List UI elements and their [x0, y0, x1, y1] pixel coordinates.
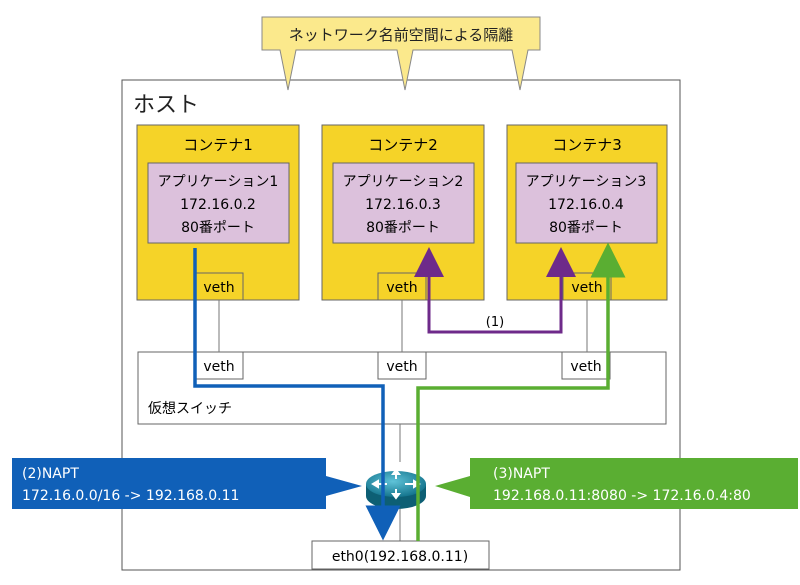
container-1: コンテナ1 アプリケーション1 172.16.0.2 80番ポート veth: [136, 124, 300, 301]
application-box: [332, 162, 475, 244]
veth-label: veth: [571, 280, 602, 296]
napt-2-title: (2)NAPT: [22, 466, 79, 482]
application-name: アプリケーション1: [158, 174, 279, 190]
isolation-callout: ネットワーク名前空間による隔離: [261, 16, 541, 91]
napt-2-rule: 172.16.0.0/16 -> 192.168.0.11: [22, 488, 239, 504]
path-2-blue: [193, 248, 401, 541]
application-port: 80番ポート: [181, 220, 255, 236]
napt-3-rule: 192.168.0.11:8080 -> 172.16.0.4:80: [493, 488, 751, 504]
path-1-label: (1): [486, 315, 504, 330]
application-ip: 172.16.0.3: [365, 197, 441, 213]
switch-veth-2: [377, 351, 427, 380]
path-3-green: [416, 242, 626, 541]
application-box: [515, 162, 658, 244]
veth-box: [194, 272, 244, 301]
veth-label: veth: [203, 280, 234, 296]
application-box: [147, 162, 290, 244]
application-name: アプリケーション3: [526, 174, 647, 190]
application-ip: 172.16.0.4: [548, 197, 624, 213]
veth-label: veth: [386, 359, 417, 375]
veth-label: veth: [570, 359, 601, 375]
napt-2-callout: (2)NAPT 172.16.0.0/16 -> 192.168.0.11: [12, 458, 362, 509]
container-3: コンテナ3 アプリケーション3 172.16.0.4 80番ポート veth: [506, 124, 668, 301]
napt-3-callout: (3)NAPT 192.168.0.11:8080 -> 172.16.0.4:…: [435, 458, 798, 509]
container-title: コンテナ1: [183, 136, 253, 154]
switch-veth-1: [194, 351, 244, 380]
application-port: 80番ポート: [549, 220, 623, 236]
isolation-callout-text: ネットワーク名前空間による隔離: [289, 26, 514, 44]
application-name: アプリケーション2: [343, 174, 464, 190]
host-label: ホスト: [133, 93, 199, 118]
router-icon: [366, 468, 426, 509]
container-title: コンテナ3: [552, 136, 622, 154]
switch-veth-3: [561, 351, 611, 380]
container-2: コンテナ2 アプリケーション2 172.16.0.3 80番ポート veth: [321, 124, 485, 301]
veth-label: veth: [203, 359, 234, 375]
virtual-switch-label: 仮想スイッチ: [148, 401, 232, 417]
veth-label: veth: [386, 280, 417, 296]
application-port: 80番ポート: [366, 220, 440, 236]
path-1-purple: (1): [414, 247, 576, 334]
veth-box: [562, 272, 612, 301]
napt-3-title: (3)NAPT: [493, 466, 550, 482]
container-title: コンテナ2: [368, 136, 438, 154]
eth0-interface: eth0(192.168.0.11): [311, 540, 490, 570]
application-ip: 172.16.0.2: [180, 197, 256, 213]
eth0-label: eth0(192.168.0.11): [332, 549, 468, 565]
